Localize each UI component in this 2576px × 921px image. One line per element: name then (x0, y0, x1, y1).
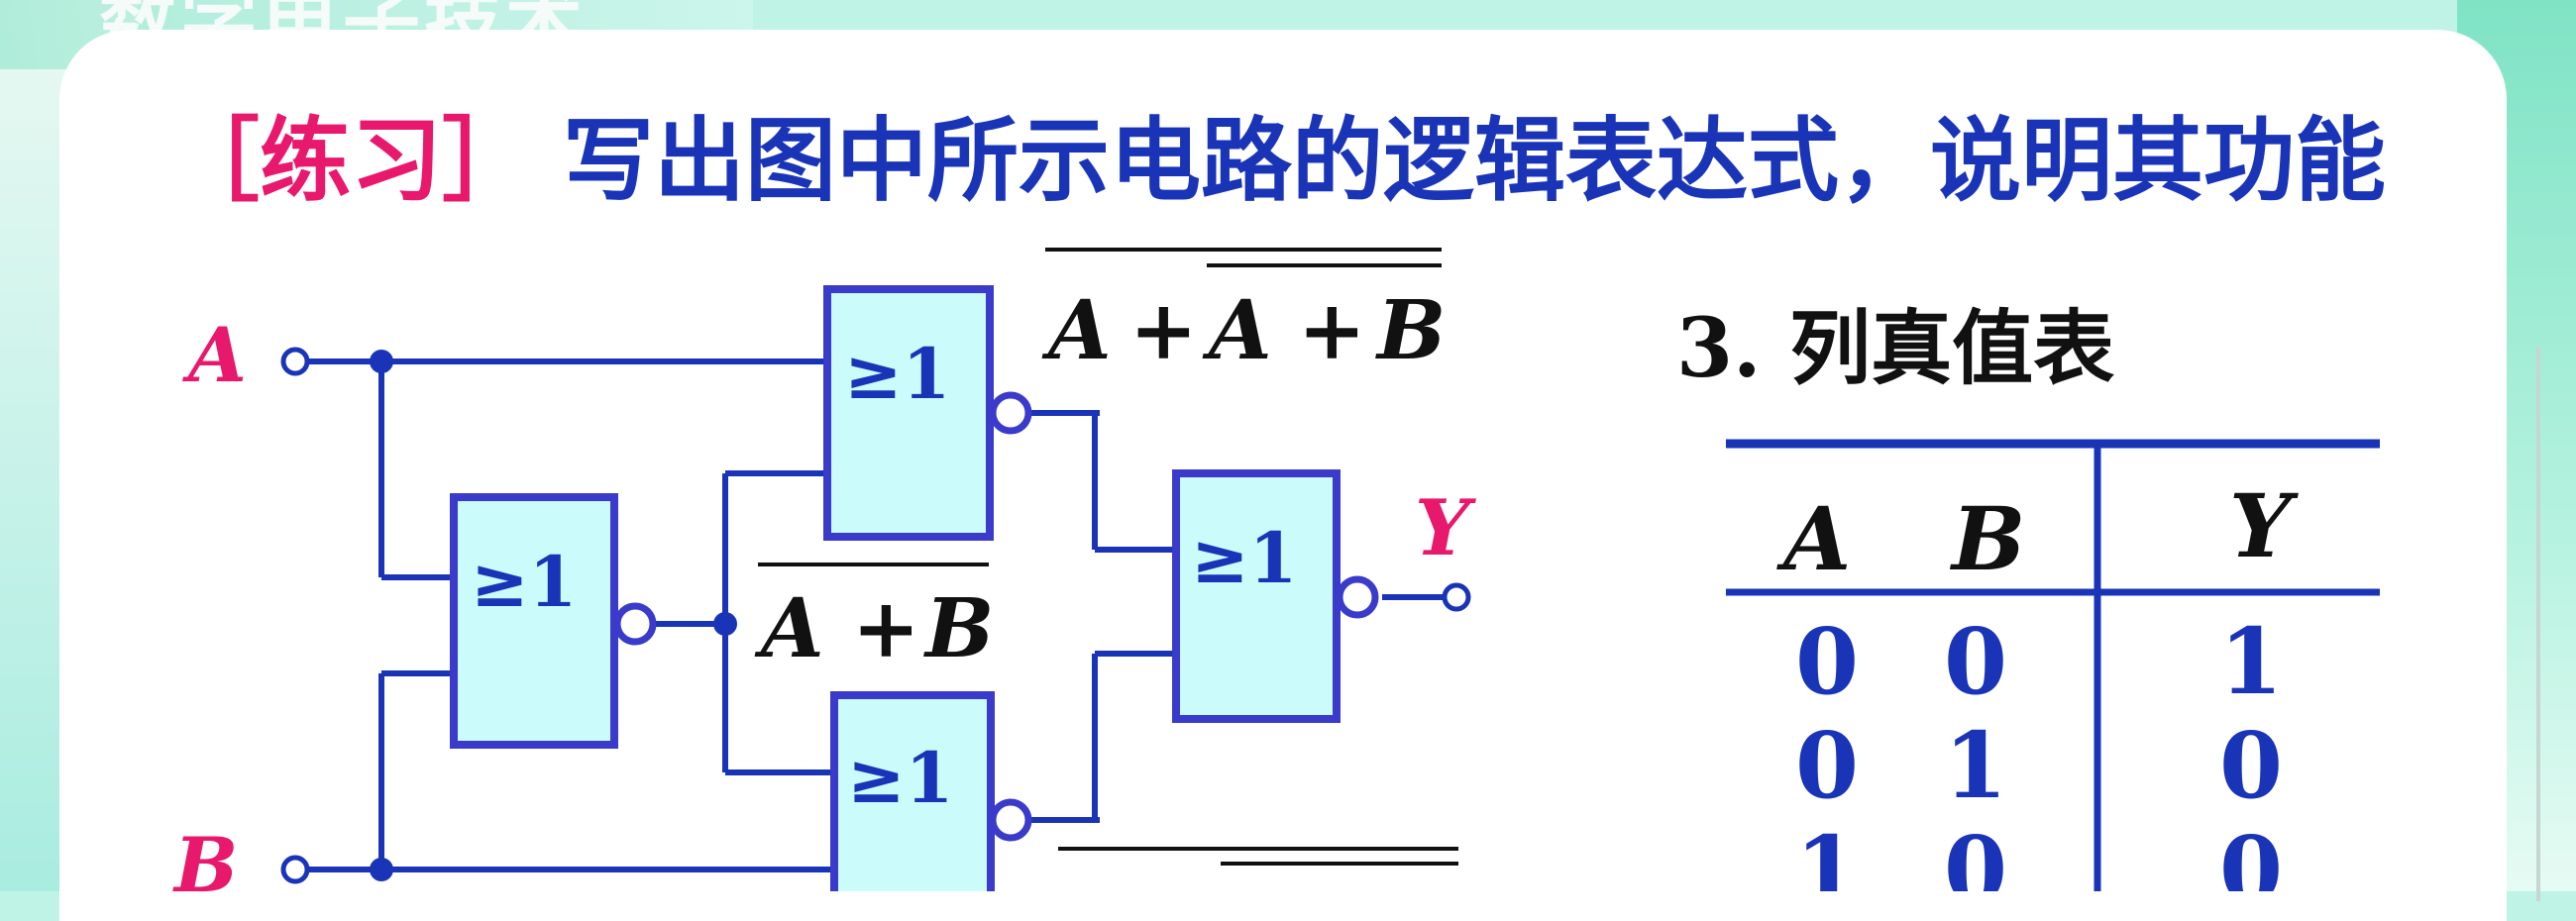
expr-top-plus1: + (1129, 283, 1198, 378)
truth-table: 3. 列真值表 A B Y 0 0 1 0 1 0 1 0 0 (1676, 301, 2380, 891)
row1-y: 1 (2219, 608, 2283, 715)
table-headers: A B Y (1776, 474, 2299, 590)
gate-4: ≥1 (1172, 469, 1379, 723)
expr-top-plus2: + (1298, 283, 1366, 378)
table-body: 0 0 1 0 1 0 1 0 0 (1795, 608, 2283, 891)
expr-top-a2: A (1202, 283, 1272, 378)
exercise-label: ［练习］ (168, 108, 534, 214)
gate-4-bubble (1336, 575, 1379, 619)
expr-bottom-overlines (1058, 847, 1458, 866)
gate-3: ≥1 (830, 691, 1032, 891)
expr-top-a1: A (1041, 283, 1112, 378)
gate-2: ≥1 (823, 285, 1032, 541)
terminal-a (280, 347, 310, 376)
gate-2-bubble (989, 391, 1032, 435)
row1-b: 0 (1944, 608, 2007, 715)
junction-g1 (713, 612, 737, 636)
table-header-y: Y (2229, 474, 2299, 577)
row2-b: 1 (1944, 712, 2007, 819)
terminals (280, 347, 1471, 884)
truth-table-heading: 3. 列真值表 (1676, 301, 2114, 396)
row3-y: 0 (2219, 816, 2283, 891)
gate-3-symbol: ≥1 (847, 737, 953, 819)
table-header-a: A (1776, 487, 1851, 590)
row3-a: 1 (1795, 816, 1859, 891)
expr-top-b: B (1375, 283, 1446, 378)
question-text: 写出图中所示电路的逻辑表达式，说明其功能 (563, 108, 2387, 214)
junction-b (370, 858, 393, 881)
gate-4-body (1172, 469, 1341, 723)
gate-4-symbol: ≥1 (1191, 517, 1297, 599)
right-edge-line (2536, 347, 2540, 901)
terminal-y (1442, 582, 1471, 612)
gate-3-body (830, 691, 995, 891)
terminal-b (280, 855, 310, 884)
gate-1-symbol: ≥1 (471, 541, 577, 623)
expr-mid-b: B (923, 581, 994, 676)
junction-a (370, 350, 393, 373)
expr-mid-plus: + (852, 581, 920, 676)
gate-2-symbol: ≥1 (844, 333, 950, 415)
label-b: B (172, 821, 238, 891)
gate-3-bubble (989, 798, 1032, 842)
gate-1: ≥1 (450, 493, 657, 749)
junction-dots (370, 350, 737, 881)
circuit-diagram: ≥1 ≥1 ≥1 ≥1 A B Y A + B A + A + B (172, 248, 2380, 891)
row1-a: 0 (1795, 608, 1859, 715)
expr-nor-ab: A + B (754, 563, 994, 676)
row3-b: 0 (1944, 816, 2007, 891)
row2-a: 0 (1795, 712, 1859, 819)
table-header-b: B (1949, 487, 2025, 590)
gate-1-bubble (613, 602, 657, 646)
slide-title: ［练习］ 写出图中所示电路的逻辑表达式，说明其功能 (168, 87, 2386, 219)
gate-1-body (450, 493, 618, 749)
port-labels: A B Y (172, 311, 1476, 891)
expr-top: A + A + B (1041, 248, 1446, 378)
label-a: A (182, 311, 247, 399)
label-y: Y (1415, 483, 1476, 573)
expr-mid-a: A (754, 581, 824, 676)
row2-y: 0 (2219, 712, 2283, 819)
